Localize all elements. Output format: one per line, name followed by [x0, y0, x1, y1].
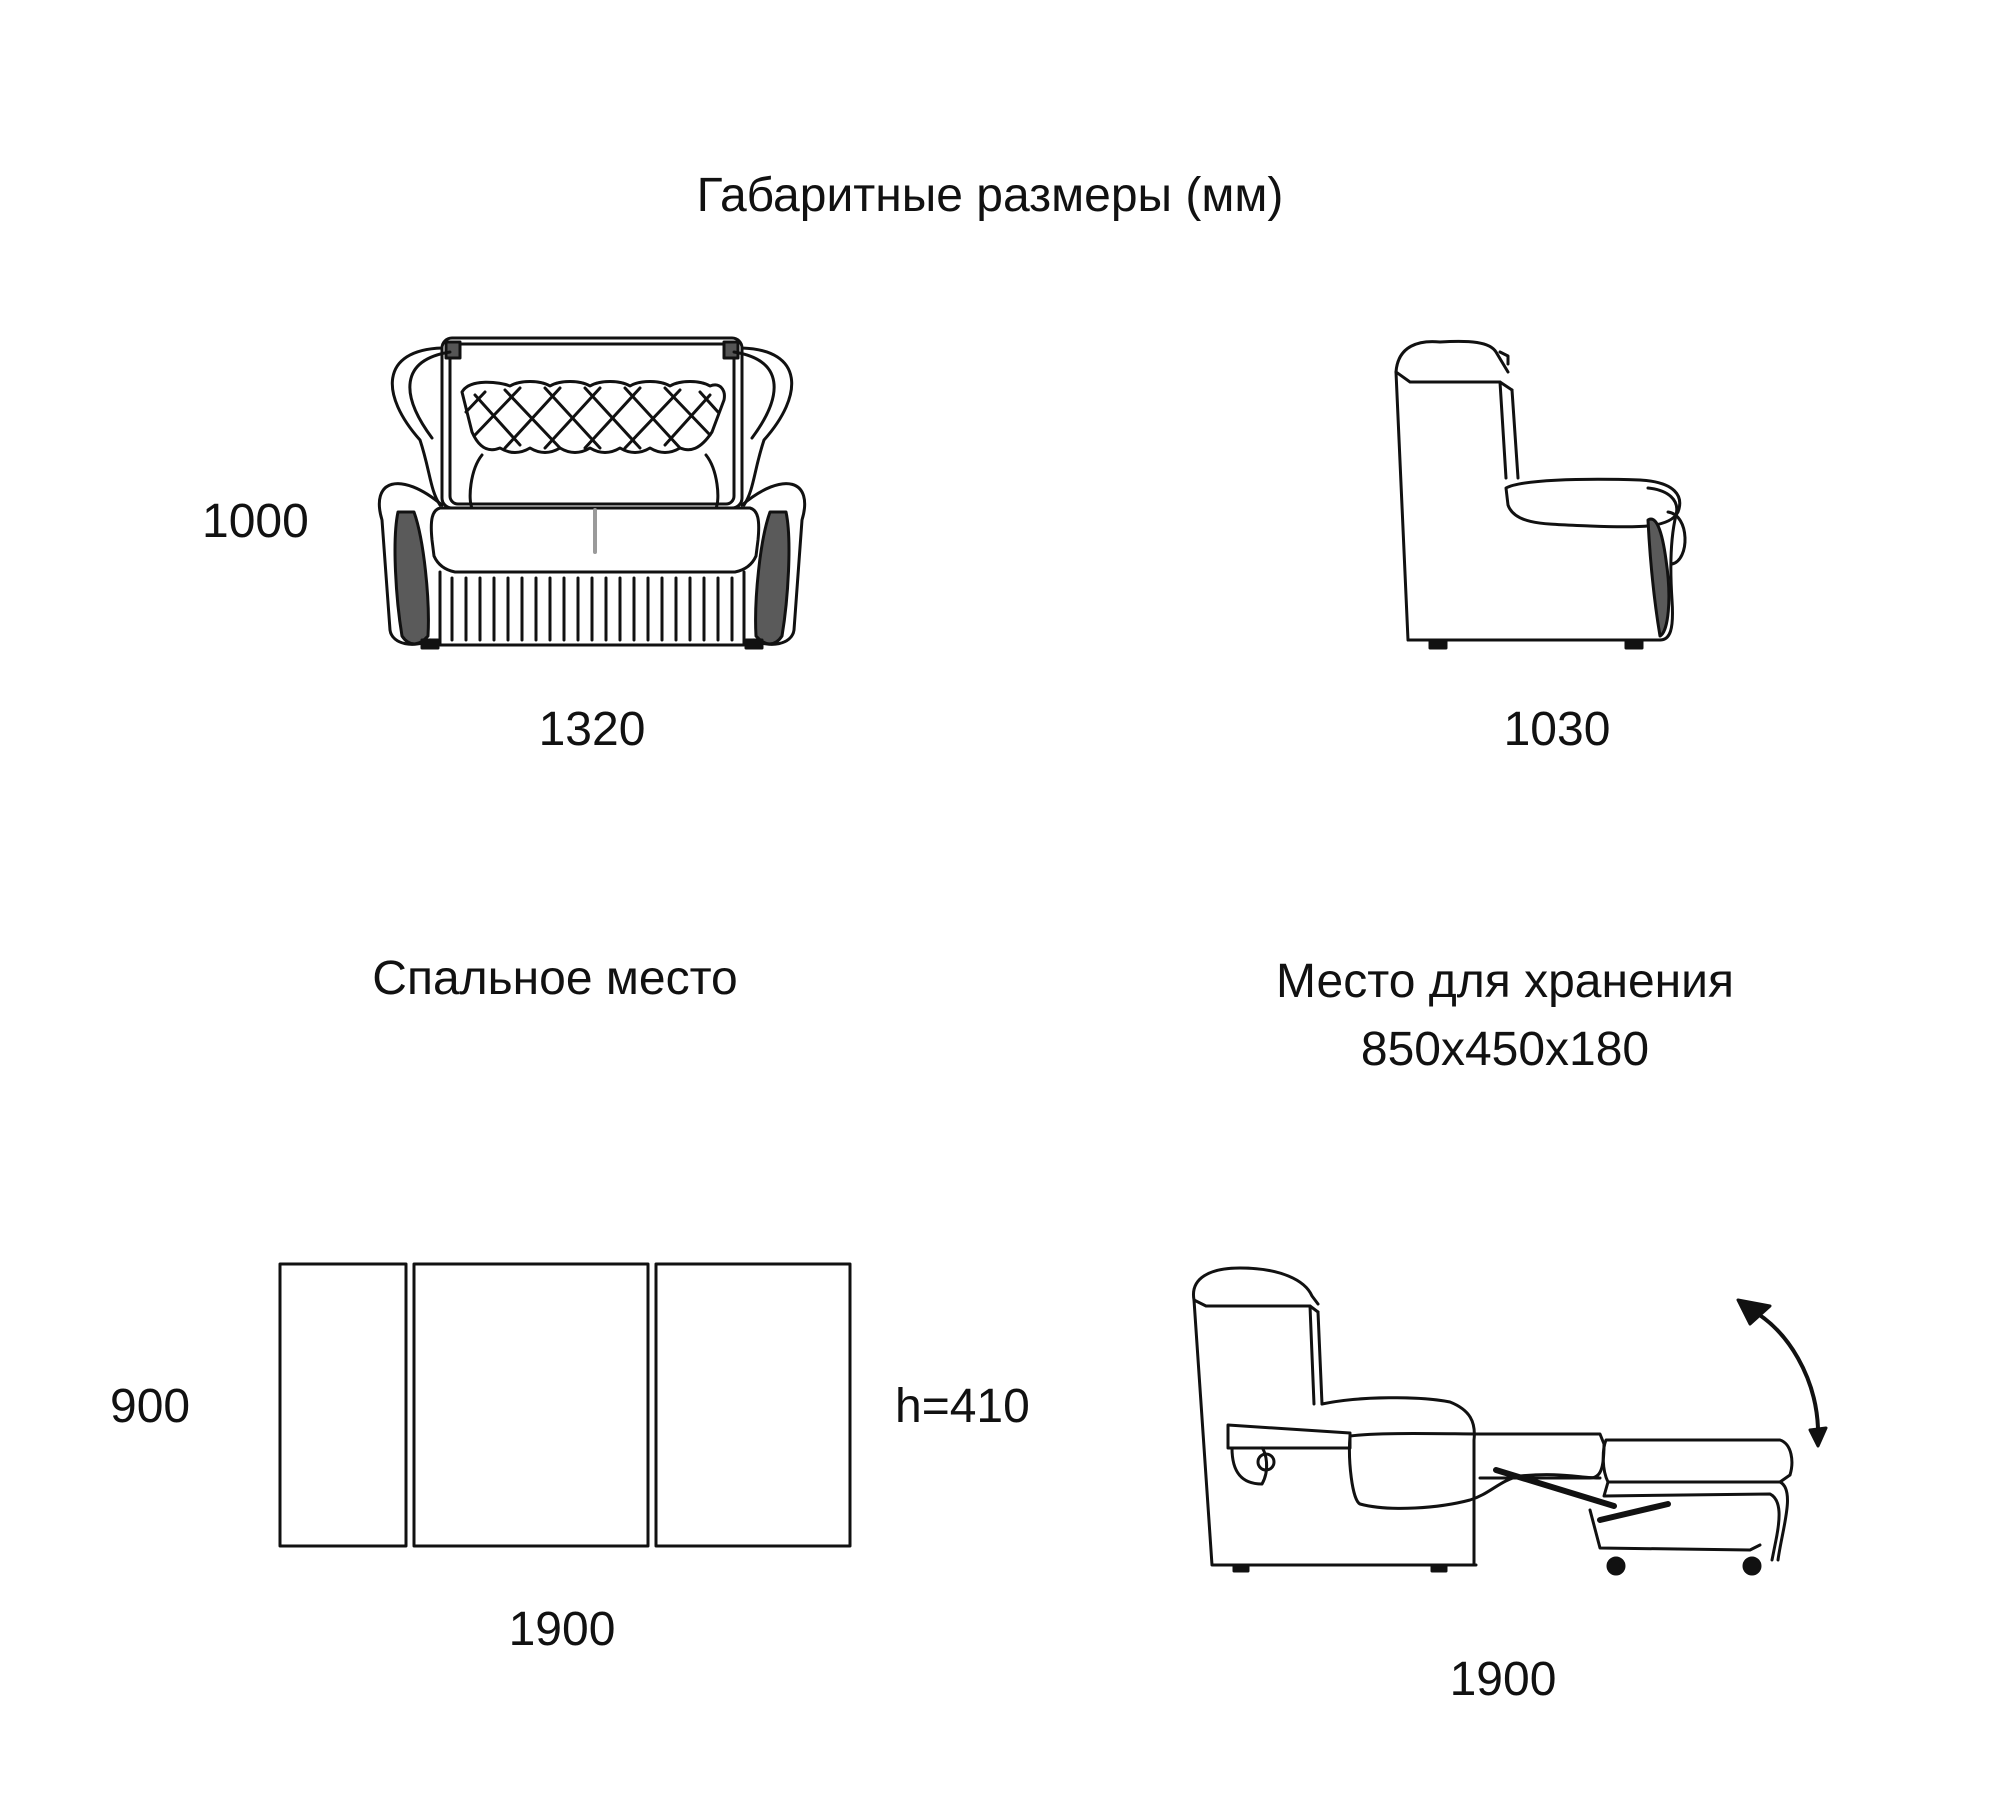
front-height-label: 1000 — [202, 495, 309, 548]
unfolded-side-drawing — [1192, 1266, 1828, 1576]
side-view-drawing — [1394, 339, 1687, 650]
page-title: Габаритные размеры (мм) — [696, 169, 1284, 222]
front-view-drawing — [377, 336, 807, 650]
storage-title: Место для хранения — [1276, 955, 1734, 1008]
front-width-label: 1320 — [538, 703, 646, 756]
sleeping-width-label: 900 — [110, 1380, 191, 1433]
sleeping-place-plan — [278, 1262, 852, 1548]
unfolded-length-label: 1900 — [1449, 1653, 1557, 1706]
seat-height-label: h=410 — [895, 1380, 1030, 1433]
sleeping-place-title: Спальное место — [372, 952, 738, 1005]
storage-dimensions: 850x450x180 — [1360, 1023, 1650, 1076]
side-depth-label: 1030 — [1503, 703, 1611, 756]
sleeping-length-label: 1900 — [508, 1603, 616, 1656]
